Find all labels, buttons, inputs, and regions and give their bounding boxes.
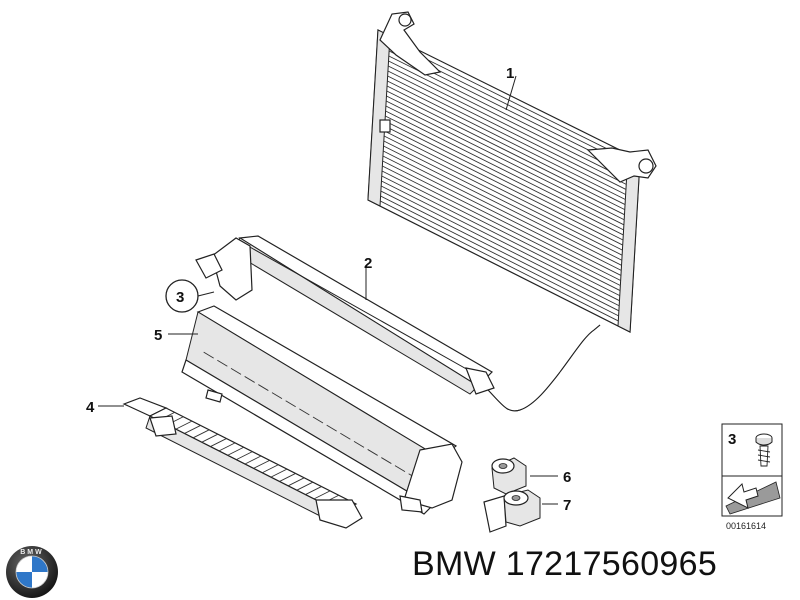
fin-line <box>381 180 620 302</box>
callout-3: 3 <box>176 289 184 306</box>
part-1-condenser <box>367 11 657 333</box>
fin-line <box>184 425 201 434</box>
callout-5: 5 <box>154 327 162 344</box>
condenser-fins <box>380 40 628 322</box>
leader-lines <box>98 75 558 505</box>
fin-line <box>227 446 244 456</box>
fin-line <box>380 200 619 322</box>
fin-line <box>383 150 622 271</box>
fin-line <box>192 429 210 439</box>
fin-line <box>201 433 219 443</box>
svg-text:BMW: BMW <box>20 549 44 556</box>
fin-line <box>210 438 227 447</box>
fin-line <box>305 486 322 495</box>
fin-line <box>244 455 262 465</box>
fin-line <box>230 367 242 375</box>
fin-line <box>380 195 619 317</box>
screw-icon <box>755 433 773 467</box>
fin-line <box>394 465 406 473</box>
fin-line <box>340 432 351 440</box>
fin-line <box>385 105 625 226</box>
fin-line <box>380 190 620 312</box>
part-6-rubber-mount <box>491 457 527 495</box>
fin-line <box>381 175 620 297</box>
callout-4: 4 <box>86 399 95 416</box>
fin-line <box>353 440 365 448</box>
fin-line <box>385 115 624 236</box>
fin-line <box>380 185 620 307</box>
fin-line <box>385 100 625 221</box>
part-7-mount-with-tab <box>483 489 541 533</box>
fin-line <box>386 95 625 216</box>
fin-line <box>258 384 269 391</box>
fin-line <box>388 65 627 185</box>
diagram-reference-code: 00161614 <box>726 521 767 531</box>
fin-line <box>387 70 627 190</box>
fin-line <box>285 400 296 408</box>
fin-line <box>383 135 623 256</box>
part-number-caption: BMW 17217560965 <box>412 545 718 583</box>
fin-line <box>367 449 378 456</box>
fin-line <box>387 80 626 200</box>
fin-line <box>218 442 236 452</box>
fin-line <box>383 140 623 261</box>
mounting-direction-icon <box>725 481 781 515</box>
fin-line <box>175 420 193 430</box>
fin-line <box>236 451 253 461</box>
part-3-callout-ring <box>165 279 215 313</box>
fin-line <box>326 424 337 432</box>
fin-line <box>383 145 622 266</box>
fin-line <box>386 90 625 211</box>
fin-line <box>203 351 214 359</box>
fin-line <box>382 155 622 276</box>
fin-line <box>244 376 255 383</box>
fin-line <box>279 473 296 482</box>
fin-line <box>262 464 279 474</box>
fin-line <box>382 160 621 281</box>
bmw-roundel-logo: BMW <box>6 546 58 598</box>
lower-bracket-fins <box>158 411 348 509</box>
fin-line <box>381 170 621 291</box>
fin-line <box>386 85 626 205</box>
fin-line <box>287 477 305 487</box>
part-4-lower-bracket <box>122 397 363 529</box>
fin-line <box>385 110 624 231</box>
fin-line <box>312 416 324 424</box>
fin-line <box>299 408 310 416</box>
fin-line <box>381 457 392 464</box>
callout-2: 2 <box>364 255 372 272</box>
fin-line <box>384 125 623 246</box>
fin-line <box>388 55 628 175</box>
fin-line <box>296 481 314 491</box>
fin-line <box>388 60 627 180</box>
part-5-air-duct <box>181 305 463 515</box>
fin-line <box>313 490 331 500</box>
fin-line <box>382 165 621 286</box>
fin-line <box>387 75 626 195</box>
fin-line <box>384 120 624 241</box>
fin-line <box>384 130 623 251</box>
part-2-oil-cooler <box>195 235 601 412</box>
legend-item-number: 3 <box>728 431 736 448</box>
callout-6: 6 <box>563 469 571 486</box>
callout-1: 1 <box>506 65 514 82</box>
callout-7: 7 <box>563 497 571 514</box>
fin-line <box>217 359 228 367</box>
legend-box: 3 <box>721 423 783 517</box>
fin-line <box>270 468 288 478</box>
fin-line <box>271 392 283 400</box>
fin-line <box>253 459 270 469</box>
